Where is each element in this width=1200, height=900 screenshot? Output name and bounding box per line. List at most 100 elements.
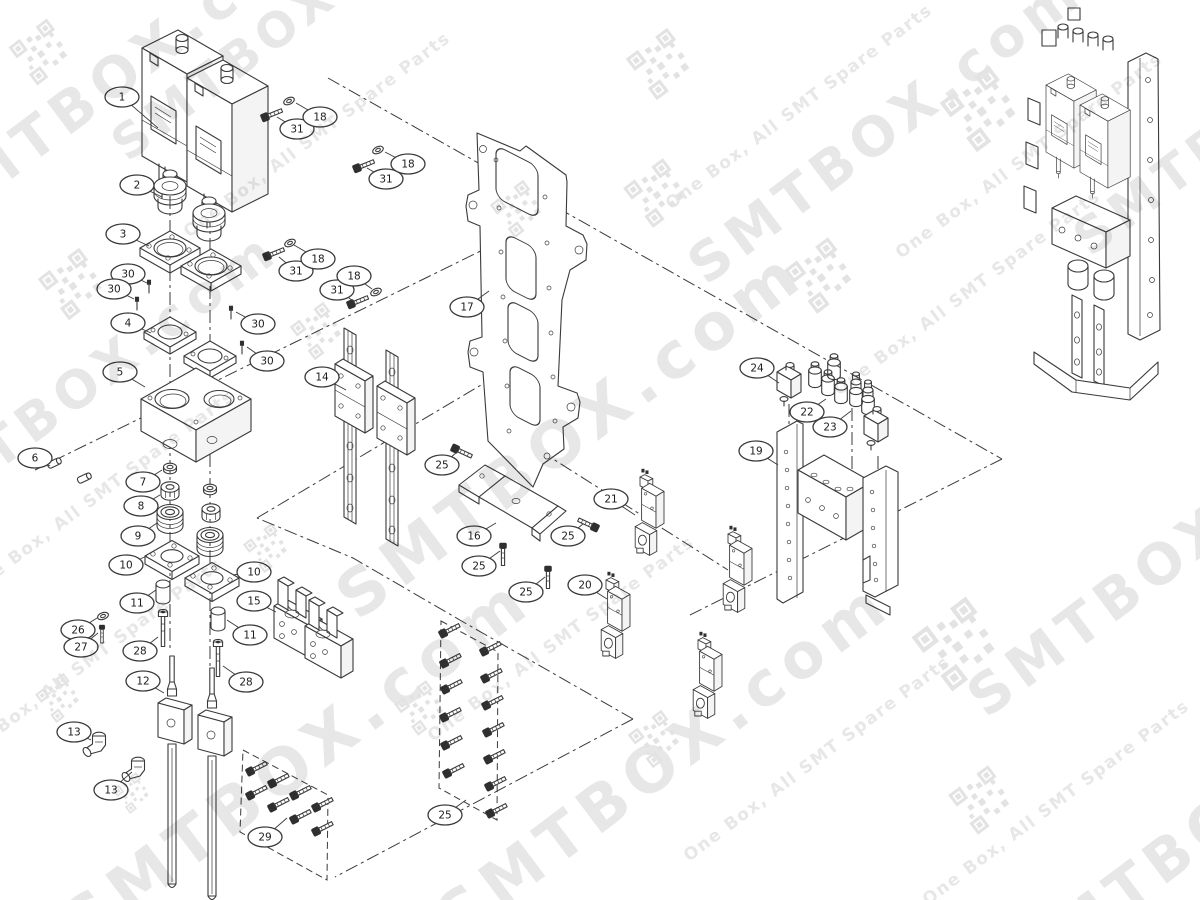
part-6-pins bbox=[46, 456, 93, 485]
svg-text:30: 30 bbox=[260, 356, 273, 368]
callout-25[interactable]: 25 bbox=[461, 550, 501, 577]
part-3-flanges-large bbox=[139, 230, 242, 292]
callout-5[interactable]: 5 bbox=[102, 361, 146, 388]
svg-text:11: 11 bbox=[130, 598, 143, 610]
svg-text:7: 7 bbox=[140, 477, 147, 489]
callout-18[interactable]: 18 bbox=[336, 265, 373, 290]
svg-text:24: 24 bbox=[750, 363, 764, 375]
svg-text:22: 22 bbox=[800, 407, 813, 419]
callout-27[interactable]: 27 bbox=[63, 632, 99, 658]
callout-6[interactable]: 6 bbox=[17, 447, 53, 469]
svg-text:18: 18 bbox=[311, 254, 324, 266]
callout-31[interactable]: 31 bbox=[278, 256, 314, 282]
callout-1[interactable]: 1 bbox=[104, 86, 159, 129]
svg-text:10: 10 bbox=[119, 560, 132, 572]
callout-30[interactable]: 30 bbox=[110, 263, 148, 285]
svg-text:19: 19 bbox=[749, 446, 762, 458]
svg-text:29: 29 bbox=[258, 832, 271, 844]
fasteners-26-27-28 bbox=[96, 608, 224, 678]
callout-4[interactable]: 4 bbox=[110, 312, 152, 334]
svg-text:30: 30 bbox=[121, 269, 134, 281]
svg-text:31: 31 bbox=[289, 266, 302, 278]
part-14-linear-rails bbox=[334, 327, 416, 547]
svg-text:30: 30 bbox=[251, 319, 264, 331]
callout-23[interactable]: 23 bbox=[812, 410, 852, 438]
callout-17[interactable]: 17 bbox=[449, 290, 490, 318]
callout-26[interactable]: 26 bbox=[60, 617, 98, 641]
svg-text:1: 1 bbox=[119, 92, 126, 104]
svg-text:18: 18 bbox=[401, 159, 414, 171]
svg-text:25: 25 bbox=[472, 561, 485, 573]
svg-text:6: 6 bbox=[32, 453, 39, 465]
callout-16[interactable]: 16 bbox=[456, 522, 497, 547]
svg-text:4: 4 bbox=[125, 318, 132, 330]
callout-22[interactable]: 22 bbox=[789, 398, 827, 423]
part-15-guide-blocks bbox=[273, 576, 354, 679]
part-12-spindles bbox=[157, 655, 233, 900]
assembled-head-unit bbox=[1023, 7, 1161, 401]
callout-30[interactable]: 30 bbox=[235, 311, 276, 335]
callout-31[interactable]: 31 bbox=[319, 279, 355, 301]
callout-14[interactable]: 14 bbox=[304, 366, 347, 391]
part-10-flange-plates bbox=[144, 539, 240, 603]
callout-7[interactable]: 7 bbox=[125, 469, 163, 493]
callout-25[interactable]: 25 bbox=[424, 451, 460, 476]
callout-9[interactable]: 9 bbox=[120, 522, 158, 547]
part-16-bracket bbox=[458, 464, 567, 542]
callout-15[interactable]: 15 bbox=[236, 590, 277, 613]
callout-3[interactable]: 3 bbox=[105, 223, 150, 247]
svg-text:28: 28 bbox=[239, 677, 252, 689]
callout-24[interactable]: 24 bbox=[739, 357, 780, 384]
svg-text:31: 31 bbox=[330, 285, 343, 297]
svg-text:31: 31 bbox=[379, 174, 392, 186]
part-20-21-solenoid-valves bbox=[600, 468, 753, 719]
callout-25[interactable]: 25 bbox=[508, 576, 546, 603]
part-4-flanges-small bbox=[143, 316, 237, 379]
part-19-valve-manifold bbox=[776, 420, 899, 616]
svg-text:31: 31 bbox=[290, 124, 303, 136]
svg-text:13: 13 bbox=[67, 727, 80, 739]
svg-text:18: 18 bbox=[313, 112, 326, 124]
svg-text:8: 8 bbox=[138, 501, 145, 513]
callout-28[interactable]: 28 bbox=[122, 636, 159, 662]
svg-text:21: 21 bbox=[604, 494, 617, 506]
callout-25[interactable]: 25 bbox=[427, 799, 467, 826]
svg-text:9: 9 bbox=[135, 531, 142, 543]
svg-text:25: 25 bbox=[519, 587, 532, 599]
callout-19[interactable]: 19 bbox=[738, 440, 779, 466]
svg-text:30: 30 bbox=[107, 284, 120, 296]
callout-18[interactable]: 18 bbox=[293, 244, 336, 270]
callout-28[interactable]: 28 bbox=[222, 665, 264, 693]
svg-text:14: 14 bbox=[315, 372, 329, 384]
svg-text:3: 3 bbox=[120, 229, 127, 241]
callout-2[interactable]: 2 bbox=[119, 174, 163, 198]
callout-11[interactable]: 11 bbox=[226, 619, 268, 646]
callout-29[interactable]: 29 bbox=[247, 817, 288, 848]
callout-25[interactable]: 25 bbox=[550, 523, 586, 547]
callout-18[interactable]: 18 bbox=[295, 102, 338, 128]
callout-31[interactable]: 31 bbox=[276, 116, 315, 140]
callout-10[interactable]: 10 bbox=[108, 554, 148, 576]
svg-text:15: 15 bbox=[247, 596, 260, 608]
callout-30[interactable]: 30 bbox=[246, 346, 285, 372]
svg-text:28: 28 bbox=[133, 646, 146, 658]
callout-12[interactable]: 12 bbox=[125, 670, 165, 694]
callout-31[interactable]: 31 bbox=[366, 167, 404, 190]
callout-11[interactable]: 11 bbox=[119, 589, 157, 614]
fasteners-29 bbox=[244, 759, 335, 838]
callout-21[interactable]: 21 bbox=[593, 488, 636, 516]
svg-text:25: 25 bbox=[438, 810, 451, 822]
svg-text:26: 26 bbox=[71, 625, 85, 637]
svg-text:12: 12 bbox=[136, 676, 149, 688]
callout-13[interactable]: 13 bbox=[56, 721, 92, 743]
callout-18[interactable]: 18 bbox=[384, 151, 426, 175]
callout-20[interactable]: 20 bbox=[567, 574, 608, 600]
svg-text:25: 25 bbox=[561, 531, 574, 543]
callout-8[interactable]: 8 bbox=[123, 494, 161, 517]
part-17-mounting-plate bbox=[465, 132, 588, 488]
svg-text:27: 27 bbox=[74, 642, 87, 654]
svg-text:17: 17 bbox=[460, 302, 473, 314]
svg-text:16: 16 bbox=[467, 531, 481, 543]
svg-text:11: 11 bbox=[243, 630, 256, 642]
